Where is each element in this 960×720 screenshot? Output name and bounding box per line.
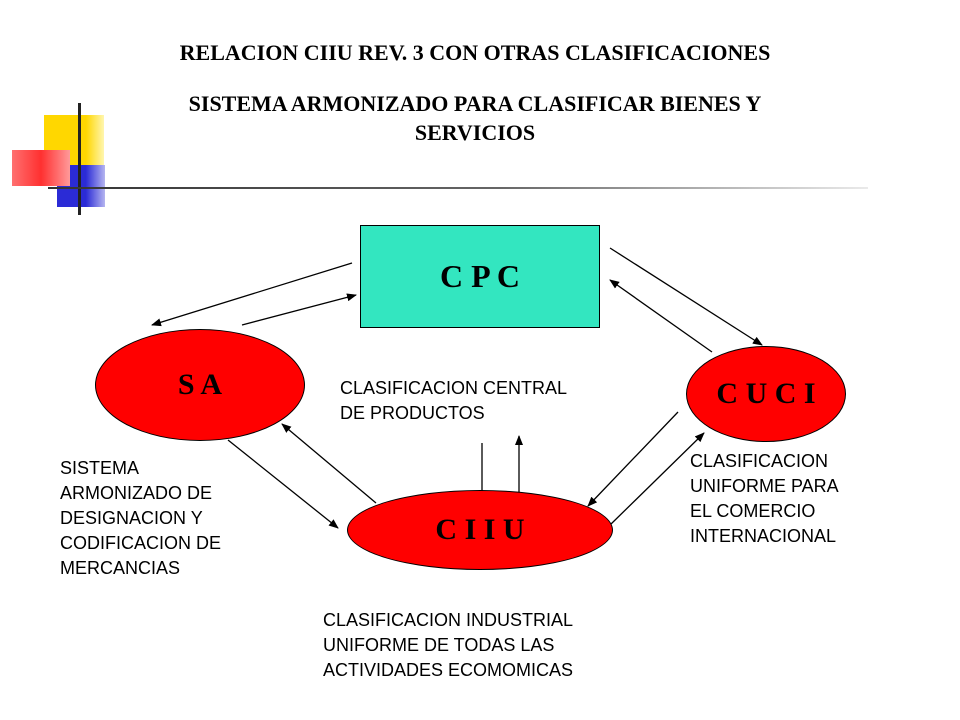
cuci-desc-line: CLASIFICACION [690,451,829,471]
cuci-node: C U C I [686,346,846,442]
ciiu-label: C I I U [435,513,525,546]
title-line-2: SISTEMA ARMONIZADO PARA CLASIFICAR BIENE… [188,91,762,116]
sa-label: S A [177,368,223,401]
cuci-label: C U C I [716,377,816,410]
ciiu-desc-line: ACTIVIDADES ECOMOMICAS [323,660,574,680]
arrow-cuci-to-cpc [609,279,713,353]
arrow-ciiu-to-sa [281,423,377,504]
sa-description: SISTEMA ARMONIZADO DE DESIGNACION Y CODI… [60,456,221,581]
sa-desc-line: MERCANCIAS [60,558,181,578]
cpc-node: C P C [360,225,600,328]
red-square [12,150,70,186]
vertical-rule [78,103,81,215]
arrow-sa-to-cpc [241,293,357,326]
sa-desc-line: CODIFICACION DE [60,533,222,553]
cpc-label: C P C [440,258,520,294]
arrow-cpc-to-cuci [609,247,763,346]
sa-desc-line: ARMONIZADO DE [60,483,213,503]
cuci-desc-line: EL COMERCIO [690,501,816,521]
cpc-desc-line: CLASIFICACION CENTRAL [340,378,568,398]
ciiu-desc-line: UNIFORME DE TODAS LAS [323,635,555,655]
cpc-desc-line: DE PRODUCTOS [340,403,485,423]
ciiu-desc-line: CLASIFICACION INDUSTRIAL [323,610,574,630]
cuci-description: CLASIFICACION UNIFORME PARA EL COMERCIO … [690,449,839,549]
arrow-sa-to-ciiu [227,439,339,529]
ciiu-node: C I I U [347,490,613,570]
title-line-1: RELACION CIIU REV. 3 CON OTRAS CLASIFICA… [179,40,771,65]
sa-desc-line: SISTEMA [60,458,140,478]
cpc-description: CLASIFICACION CENTRAL DE PRODUCTOS [340,376,567,426]
decorative-logo [0,95,140,220]
cuci-desc-line: INTERNACIONAL [690,526,837,546]
arrow-ciiu-to-cuci [609,432,705,526]
cuci-desc-line: UNIFORME PARA [690,476,839,496]
horizontal-rule [48,187,868,189]
sa-node: S A [95,329,305,441]
ciiu-description: CLASIFICACION INDUSTRIAL UNIFORME DE TOD… [323,608,573,683]
title-line-3: SERVICIOS [414,120,536,145]
arrow-cuci-to-ciiu [587,411,679,507]
arrow-cpc-to-sa [151,262,353,327]
sa-desc-line: DESIGNACION Y [60,508,203,528]
